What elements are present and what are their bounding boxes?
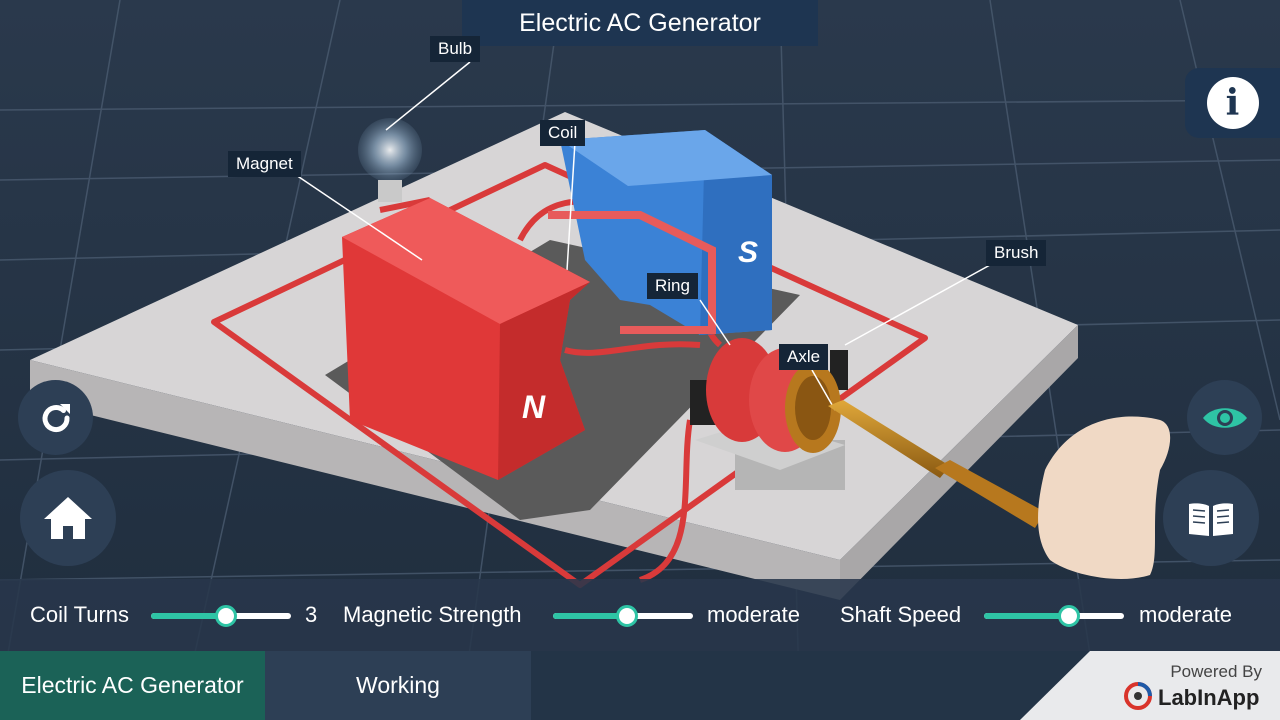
- label-axle: Axle: [779, 344, 829, 370]
- magnet-north-letter: N: [522, 389, 546, 425]
- label-coil: Coil: [540, 120, 586, 146]
- coil-turns-thumb[interactable]: [215, 605, 238, 627]
- book-button[interactable]: [1163, 470, 1259, 566]
- shaft-speed-thumb[interactable]: [1058, 605, 1080, 627]
- powered-by-badge: Powered By LabInApp: [1020, 651, 1280, 720]
- label-bulb: Bulb: [430, 36, 481, 62]
- shaft-speed-slider[interactable]: [984, 605, 1124, 627]
- magnetic-strength-label: Magnetic Strength: [343, 602, 522, 627]
- shaft-speed-value: moderate: [1139, 602, 1232, 627]
- labinapp-logo-icon: [1124, 682, 1152, 710]
- page-title: Electric AC Generator: [462, 0, 818, 46]
- magnetic-strength-value: moderate: [707, 602, 800, 627]
- home-button[interactable]: [20, 470, 116, 566]
- tab-working[interactable]: Working: [265, 651, 531, 720]
- tab-electric-ac-generator[interactable]: Electric AC Generator: [0, 651, 265, 720]
- brand-name: LabInApp: [1158, 685, 1259, 710]
- info-icon: i: [1206, 77, 1259, 129]
- coil-turns-value: 3: [305, 602, 318, 627]
- coil-turns-label: Coil Turns: [30, 602, 130, 627]
- controls-bar: Coil Turns 3 Magnetic Strength moderate …: [0, 579, 1280, 651]
- label-ring: Ring: [647, 273, 698, 299]
- eye-button[interactable]: [1187, 380, 1262, 455]
- magnetic-strength-slider[interactable]: [553, 605, 693, 627]
- book-icon: [1189, 503, 1233, 536]
- reload-icon: [42, 403, 70, 432]
- coil-turns-slider[interactable]: [151, 605, 291, 627]
- shaft-speed-label: Shaft Speed: [840, 602, 962, 627]
- powered-by-text: Powered By: [1170, 662, 1262, 681]
- home-icon: [44, 497, 92, 539]
- magnetic-strength-thumb[interactable]: [615, 605, 638, 627]
- label-brush: Brush: [986, 240, 1047, 266]
- eye-icon: [1202, 407, 1247, 428]
- reload-button[interactable]: [18, 380, 93, 455]
- info-button[interactable]: i: [1185, 68, 1280, 138]
- label-magnet: Magnet: [228, 151, 301, 177]
- magnet-south-letter: S: [738, 236, 758, 269]
